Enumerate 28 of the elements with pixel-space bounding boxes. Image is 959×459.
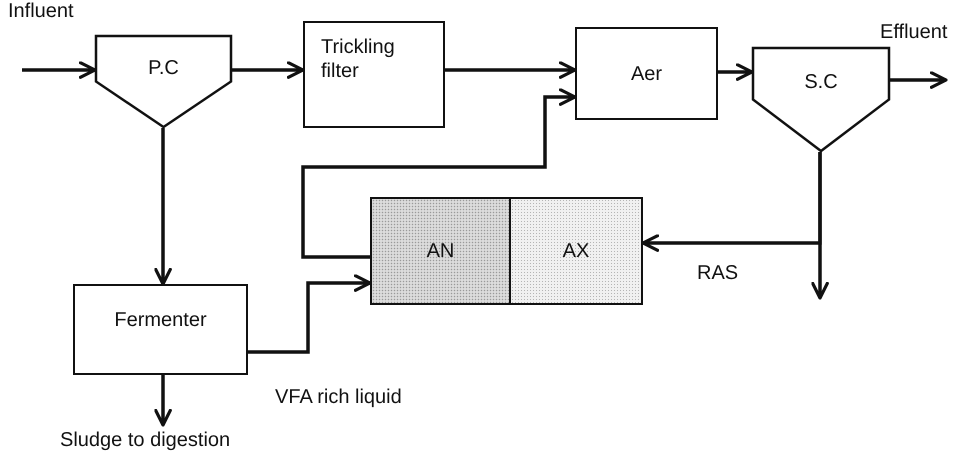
flow-arrow [718, 63, 754, 81]
node-label: P.C [148, 56, 179, 80]
stream-label: Influent [8, 0, 74, 23]
clarifier-tank [752, 47, 890, 152]
node-label: S.C [804, 70, 838, 94]
flow-arrow [154, 128, 172, 286]
flow-arrow [445, 61, 577, 79]
node-label: AX [562, 239, 590, 263]
flow-arrow [890, 71, 948, 89]
process-box [575, 27, 718, 120]
flow-arrow [301, 88, 577, 259]
process-box [73, 284, 248, 375]
clarifier-tank [95, 35, 232, 128]
edge-label: VFA rich liquid [275, 386, 402, 409]
node-label: AN [426, 239, 454, 263]
node-label: Trickling filter [321, 35, 396, 83]
node-label: Aer [630, 62, 662, 86]
stream-label: Effluent [880, 21, 948, 44]
flow-arrow [811, 152, 829, 300]
node-label: Fermenter [114, 308, 207, 332]
tank-zone [509, 197, 643, 305]
flow-arrow [154, 375, 172, 427]
tank-zone [370, 197, 511, 305]
flow-arrow [232, 61, 305, 79]
flow-arrow [22, 61, 97, 79]
process-box [303, 21, 445, 128]
flow-arrow [248, 274, 372, 354]
outlet-label: Sludge to digestion [60, 425, 300, 455]
